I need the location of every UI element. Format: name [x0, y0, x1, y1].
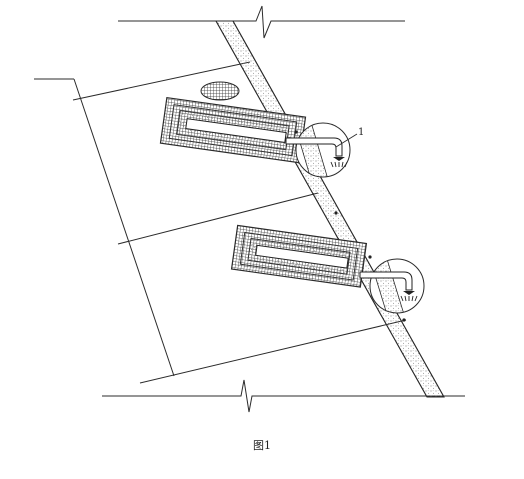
bottom-ground-line	[102, 379, 465, 413]
left-boundary	[34, 78, 175, 377]
lower-drain-box	[230, 224, 368, 288]
figure-caption: 图1	[253, 439, 271, 452]
slope-pipe-markers	[294, 130, 406, 322]
top-ground-line	[118, 5, 405, 39]
outlet-detail-circle-upper	[285, 122, 351, 178]
outlet-detail-circle-lower	[359, 258, 425, 314]
callout-label-1: 1	[358, 127, 365, 138]
manhole-ellipse	[200, 81, 240, 101]
callout-leader	[335, 133, 358, 148]
slope-facing	[215, 20, 445, 398]
layer-lines	[72, 61, 407, 384]
upper-drain-box	[159, 96, 307, 164]
